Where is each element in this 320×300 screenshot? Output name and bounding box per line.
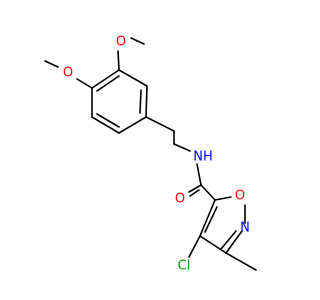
atom-o-methoxy-left: O [63,66,73,81]
bond [173,143,191,152]
atom-n-ring: N [240,221,250,236]
bond [91,116,120,134]
bond [96,75,120,92]
bonds [44,37,257,271]
bond [188,235,201,258]
bond [225,252,257,271]
bond [117,50,120,71]
bond [130,37,145,45]
bond [188,184,202,193]
bond [76,78,93,89]
bond [91,69,120,89]
bond [200,184,216,201]
bond [225,230,243,254]
atom-o-carbonyl: O [175,192,185,207]
bond [189,189,200,197]
atom-nh: NH [193,150,213,165]
atom-labels: O O NH O O N Cl [63,35,250,274]
atom-o-ring: O [235,189,245,204]
atom-o-methoxy-top: O [116,35,126,50]
bond [204,206,218,233]
molecule-diagram: O O NH O O N Cl [44,35,257,274]
bond [220,230,237,250]
atom-cl: Cl [178,259,191,274]
structure-svg: O O NH O O N Cl [44,35,257,274]
bond [214,196,232,201]
bond [96,113,120,128]
bond [199,235,227,254]
bond [196,163,202,186]
bond [199,199,216,237]
bond [139,89,142,114]
bond [145,85,148,118]
bond [118,69,148,87]
bond [145,116,175,132]
bond [44,60,59,68]
bond [118,116,147,134]
